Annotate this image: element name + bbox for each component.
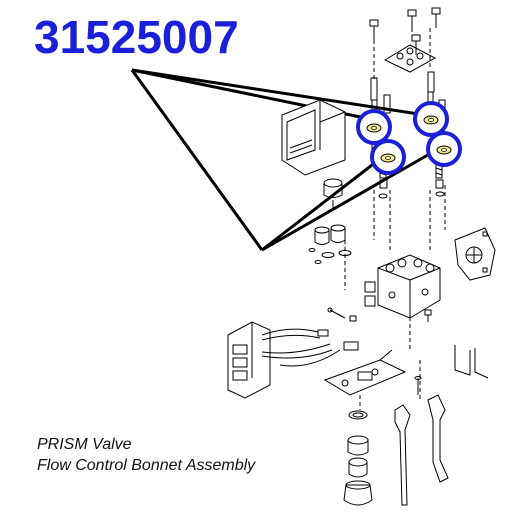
body-screws xyxy=(327,307,432,322)
lever-arms xyxy=(394,394,449,506)
valve-body xyxy=(364,254,441,319)
stem xyxy=(370,77,378,101)
lower-bonnets xyxy=(308,224,352,264)
actuator-cover xyxy=(227,321,271,399)
hex-bolt-icon xyxy=(369,19,379,27)
connector-cables xyxy=(261,328,359,367)
highlight-washer-3 xyxy=(370,139,406,175)
bonnet-housing xyxy=(281,99,346,176)
piston-stack xyxy=(343,410,373,506)
mounting-plate xyxy=(323,345,489,396)
highlight-washer-4 xyxy=(426,131,462,167)
callout-line xyxy=(261,146,441,252)
diagram-caption: PRISM Valve Flow Control Bonnet Assembly xyxy=(37,434,255,476)
manifold-plate xyxy=(383,44,437,73)
callout-line xyxy=(130,69,264,251)
caption-line-2: Flow Control Bonnet Assembly xyxy=(37,457,256,474)
callout-line xyxy=(131,68,426,117)
stem xyxy=(427,71,435,93)
guide-lines xyxy=(344,28,446,410)
part-number-title: 31525007 xyxy=(34,11,239,63)
highlight-group xyxy=(356,101,462,175)
pins xyxy=(414,376,422,395)
callout-line xyxy=(261,153,386,252)
small-bonnet xyxy=(323,178,343,210)
end-cap xyxy=(454,227,496,281)
highlight-washer-1 xyxy=(356,109,392,145)
hex-bolt-icon xyxy=(431,7,441,15)
highlight-washer-2 xyxy=(413,101,449,137)
hex-bolt-icon xyxy=(407,9,417,17)
caption-line-1: PRISM Valve xyxy=(37,436,132,453)
hex-bolt-icon xyxy=(411,34,421,42)
